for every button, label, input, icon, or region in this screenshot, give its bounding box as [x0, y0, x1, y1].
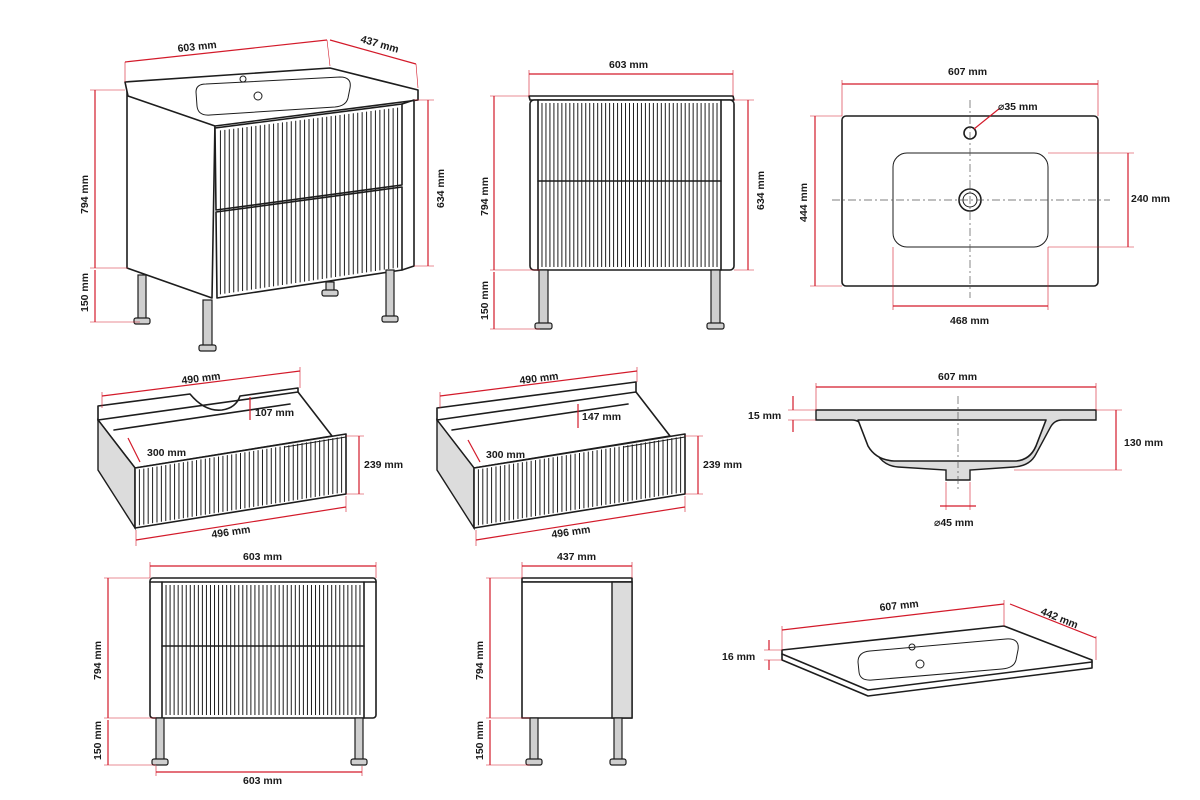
dim-label: 603 mm — [243, 775, 282, 787]
dim-label: 794 mm — [474, 641, 486, 680]
view-isometric-dimensions: 603 mm 437 mm 794 mm 150 mm 634 mm — [79, 33, 447, 323]
dim-label: 603 mm — [609, 59, 648, 71]
view-basin-perspective — [781, 625, 1093, 697]
dim-label: 603 mm — [243, 551, 282, 563]
dim-label: 794 mm — [92, 641, 104, 680]
view-basin-top — [832, 100, 1110, 298]
dim-label: 794 mm — [479, 177, 491, 216]
view-lower-drawer — [436, 381, 686, 531]
dim-label: ⌀35 mm — [998, 101, 1038, 113]
dim-label: 150 mm — [474, 721, 486, 760]
view-basin-section-dimensions: 607 mm 15 mm 130 mm ⌀45 mm — [748, 371, 1163, 529]
dim-label: 239 mm — [703, 459, 742, 471]
view-lower-drawer-dimensions: 490 mm 147 mm 300 mm 239 mm 496 mm — [439, 367, 742, 546]
dim-label: 15 mm — [748, 410, 781, 422]
dim-label: 147 mm — [582, 411, 621, 423]
dim-label: 496 mm — [211, 524, 251, 541]
dim-label: 634 mm — [435, 169, 447, 208]
view-isometric-cabinet — [124, 67, 419, 352]
dim-label: 437 mm — [557, 551, 596, 563]
dim-label: 444 mm — [798, 183, 810, 222]
view-front-cabinet — [528, 95, 735, 330]
dim-label: 607 mm — [948, 66, 987, 78]
dim-label: 150 mm — [79, 273, 91, 312]
view-upper-drawer-dimensions: 490 mm 107 mm 300 mm 239 mm 496 mm — [101, 367, 403, 546]
dim-label: 16 mm — [722, 651, 755, 663]
view-side-cabinet — [521, 577, 633, 766]
dim-label: 300 mm — [147, 447, 186, 459]
dim-label: 490 mm — [519, 370, 559, 387]
view-front-cabinet-lower-dimensions: 603 mm 794 mm 150 mm 603 mm — [92, 551, 377, 787]
dim-label: 437 mm — [359, 33, 400, 55]
dim-label: 239 mm — [364, 459, 403, 471]
view-upper-drawer — [97, 387, 347, 531]
dim-label: 300 mm — [486, 449, 525, 461]
view-basin-top-dimensions: 607 mm ⌀35 mm 444 mm 240 mm 468 mm — [798, 66, 1170, 327]
dim-label: 150 mm — [92, 721, 104, 760]
view-side-cabinet-dimensions: 437 mm 794 mm 150 mm — [474, 551, 633, 766]
dim-label: 496 mm — [551, 524, 591, 541]
dim-label: ⌀45 mm — [934, 517, 974, 529]
dim-label: 794 mm — [79, 175, 91, 214]
dim-label: 442 mm — [1039, 606, 1080, 632]
dim-label: 468 mm — [950, 315, 989, 327]
dim-label: 634 mm — [755, 171, 767, 210]
dim-label: 490 mm — [181, 370, 221, 387]
view-basin-section — [815, 396, 1097, 492]
dim-label: 607 mm — [938, 371, 977, 383]
dim-label: 107 mm — [255, 407, 294, 419]
dim-label: 607 mm — [879, 598, 919, 614]
dim-label: 150 mm — [479, 281, 491, 320]
view-front-dimensions: 603 mm 794 mm 150 mm 634 mm — [479, 59, 767, 330]
view-front-cabinet-lower — [149, 577, 377, 766]
dim-label: 130 mm — [1124, 437, 1163, 449]
dim-label: 603 mm — [177, 39, 217, 55]
dim-label: 240 mm — [1131, 193, 1170, 205]
